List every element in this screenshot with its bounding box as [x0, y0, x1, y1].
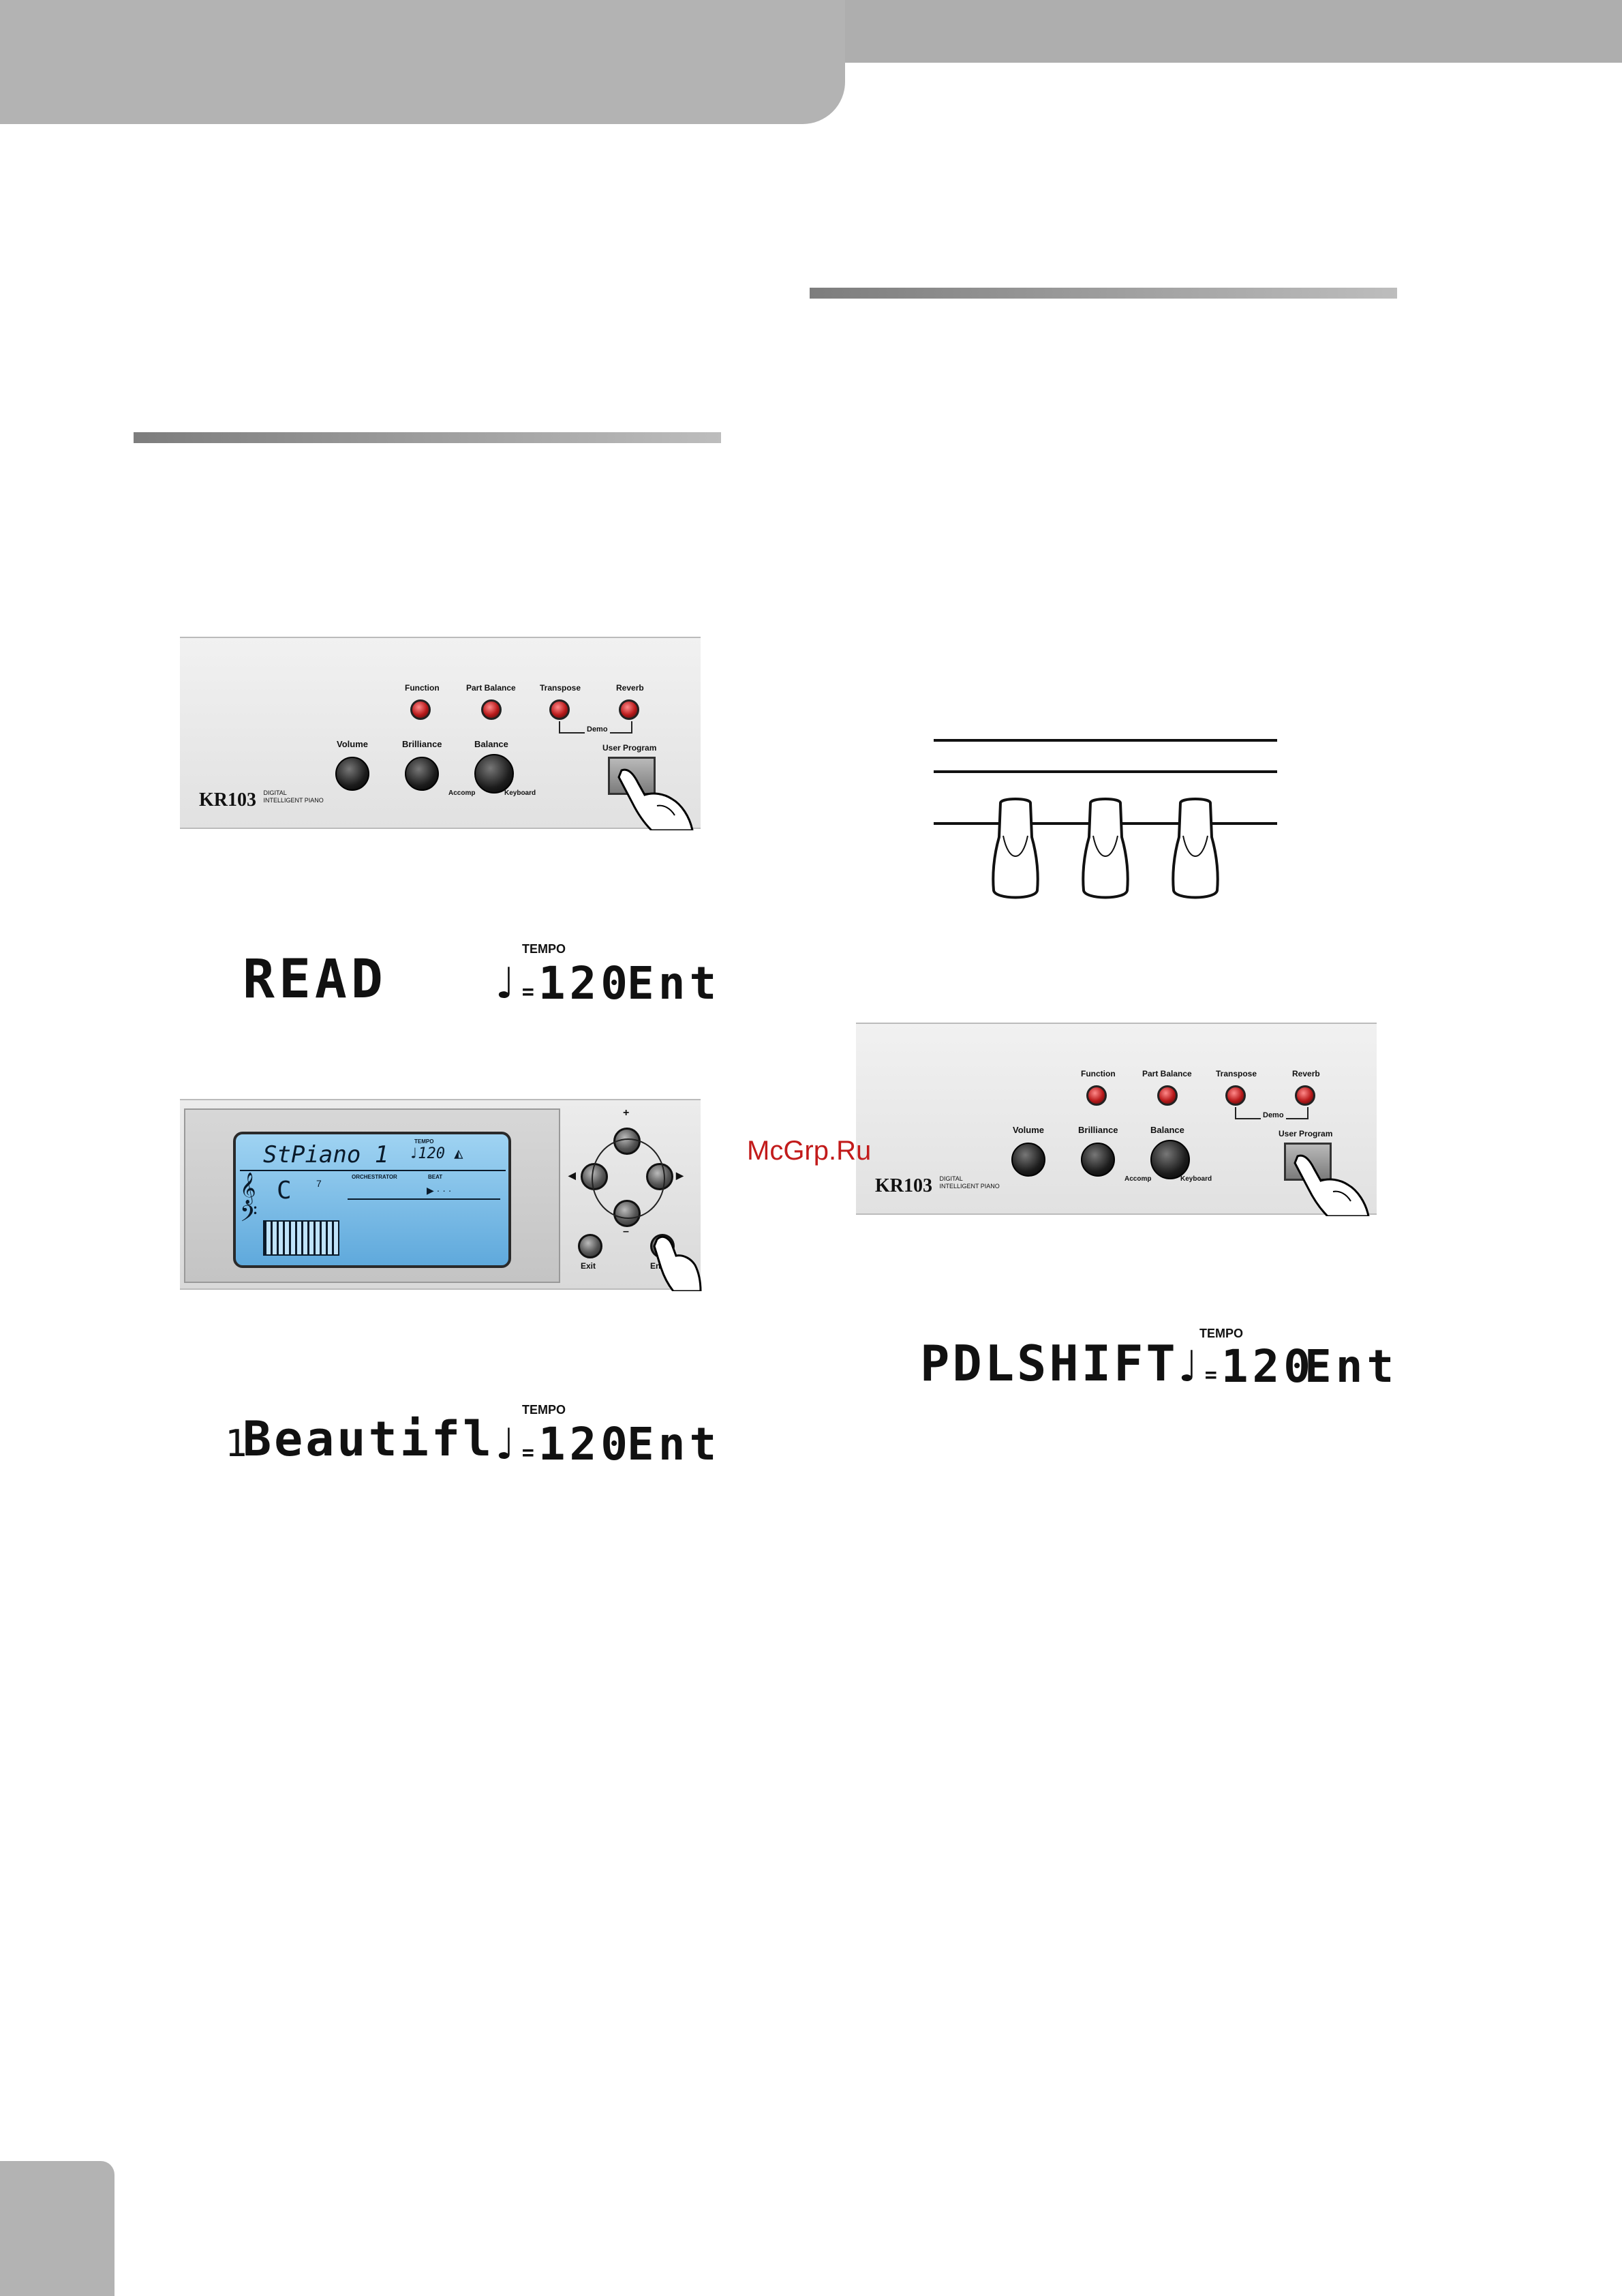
display-pedal-tempo-label: TEMPO — [1199, 1327, 1244, 1340]
kr103-logo-right: KR103 DIGITAL INTELLIGENT PIANO — [875, 1175, 1000, 1197]
function-label: Function — [1081, 1069, 1116, 1078]
kr103-panel-left: Function Part Balance Transpose Reverb D… — [180, 637, 701, 830]
exit-label: Exit — [581, 1261, 596, 1271]
lcd-tempo-label: TEMPO — [414, 1138, 434, 1145]
display-read-text: READ — [243, 949, 387, 1010]
minus-label: – — [623, 1226, 629, 1237]
brilliance-knob[interactable] — [405, 757, 439, 791]
kr103-logo-left: KR103 DIGITAL INTELLIGENT PIANO — [199, 789, 324, 811]
kr103-model-text: KR103 — [199, 789, 256, 811]
right-arrow-label: ▶ — [676, 1170, 684, 1181]
display-song-ent: Ent — [627, 1418, 721, 1470]
reverb-label: Reverb — [616, 683, 644, 693]
pedal-line-1 — [934, 739, 1277, 742]
brilliance-label: Brilliance — [402, 739, 442, 749]
keyboard-label: Keyboard — [504, 789, 536, 797]
sostenuto-pedal-icon — [1082, 798, 1129, 899]
exit-button[interactable] — [578, 1234, 602, 1258]
display-read-tempo-label: TEMPO — [522, 942, 566, 956]
lcd-keyboard — [263, 1220, 339, 1256]
lcd-chord: C — [277, 1177, 292, 1205]
lcd-beat: BEAT — [428, 1174, 443, 1180]
kr103-model-text: KR103 — [875, 1175, 932, 1196]
lcd-screen: StPiano 1 TEMPO ♩120 ◭ 𝄞𝄢 C 7 ORCHESTRAT… — [233, 1132, 511, 1268]
damper-pedal-icon — [1172, 798, 1219, 899]
lcd-divider — [240, 1170, 506, 1171]
lcd-beat-indicator: ▶ · · · — [427, 1185, 452, 1196]
reverb-label: Reverb — [1292, 1069, 1320, 1078]
lcd-tempo: ♩120 ◭ — [409, 1145, 463, 1162]
lcd-title: StPiano 1 — [263, 1141, 389, 1168]
balance-knob[interactable] — [1150, 1140, 1190, 1179]
pressing-finger — [653, 1235, 702, 1291]
display-song-tempo-value: 120 — [538, 1418, 632, 1470]
soft-pedal-icon — [992, 798, 1039, 899]
keyboard-label: Keyboard — [1180, 1175, 1212, 1183]
pressing-finger — [617, 768, 694, 830]
watermark: McGrp.Ru — [747, 1136, 872, 1166]
lcd-staff-icon: 𝄞𝄢 — [240, 1173, 258, 1232]
user-program-label: User Program — [602, 743, 657, 753]
transpose-label: Transpose — [540, 683, 581, 693]
reverb-button[interactable] — [619, 699, 639, 720]
header-tab-edge — [845, 63, 1622, 124]
section-rule-left — [134, 432, 721, 443]
display-pedal-tempo: ♩=120 — [1174, 1340, 1315, 1393]
lcd-chord-ext: 7 — [316, 1178, 322, 1189]
display-pedal-tempo-value: 120 — [1221, 1340, 1315, 1393]
accomp-label: Accomp — [448, 789, 476, 797]
display-song-tempo: ♩=120 — [491, 1418, 632, 1470]
cursor-ring — [592, 1138, 665, 1219]
balance-label: Balance — [1150, 1125, 1184, 1135]
volume-label: Volume — [337, 739, 368, 749]
brilliance-knob[interactable] — [1081, 1143, 1115, 1177]
function-button[interactable] — [410, 699, 431, 720]
volume-knob[interactable] — [1011, 1143, 1045, 1177]
user-program-label: User Program — [1279, 1129, 1333, 1138]
part-balance-label: Part Balance — [466, 683, 516, 693]
section-rule-right — [810, 288, 1397, 299]
kr103-sub1: DIGITAL — [263, 789, 287, 796]
page-number-tab — [0, 2161, 114, 2296]
display-song-tempo-label: TEMPO — [522, 1403, 566, 1417]
lcd-orchestrator: ORCHESTRATOR — [352, 1174, 397, 1180]
display-song-prefix: 1 — [225, 1422, 251, 1465]
volume-label: Volume — [1013, 1125, 1044, 1135]
transpose-button[interactable] — [1225, 1085, 1246, 1106]
pedal-line-2 — [934, 770, 1277, 773]
display-read-ent: Ent — [627, 957, 721, 1010]
header-tab — [0, 0, 845, 124]
demo-label: Demo — [1261, 1111, 1286, 1119]
reverb-button[interactable] — [1295, 1085, 1315, 1106]
display-song-text: Beautifl — [243, 1411, 495, 1467]
display-read-tempo: ♩=120 — [491, 957, 632, 1010]
kr103-sub2: INTELLIGENT PIANO — [263, 797, 324, 804]
display-read-tempo-value: 120 — [538, 957, 632, 1010]
part-balance-label: Part Balance — [1142, 1069, 1192, 1078]
balance-knob[interactable] — [474, 754, 514, 794]
volume-knob[interactable] — [335, 757, 369, 791]
function-button[interactable] — [1086, 1085, 1107, 1106]
kr103-sub2: INTELLIGENT PIANO — [939, 1183, 1000, 1190]
brilliance-label: Brilliance — [1078, 1125, 1118, 1135]
kr103-sub1: DIGITAL — [939, 1175, 963, 1182]
balance-label: Balance — [474, 739, 508, 749]
pedals-illustration — [992, 798, 1219, 899]
lcd-tempo-value: 120 — [418, 1145, 445, 1162]
plus-label: + — [623, 1107, 630, 1119]
transpose-label: Transpose — [1216, 1069, 1257, 1078]
transpose-button[interactable] — [549, 699, 570, 720]
accomp-label: Accomp — [1124, 1175, 1152, 1183]
display-pedal-text: PDLSHIFT — [920, 1335, 1178, 1392]
lcd-orch-box — [348, 1198, 500, 1200]
display-pedal-ent: Ent — [1304, 1340, 1398, 1393]
kr103-panel-right: Function Part Balance Transpose Reverb D… — [856, 1023, 1377, 1216]
lcd-panel: StPiano 1 TEMPO ♩120 ◭ 𝄞𝄢 C 7 ORCHESTRAT… — [180, 1099, 702, 1291]
part-balance-button[interactable] — [1157, 1085, 1178, 1106]
pressing-finger — [1294, 1154, 1370, 1216]
part-balance-button[interactable] — [481, 699, 502, 720]
demo-label: Demo — [585, 725, 610, 734]
function-label: Function — [405, 683, 440, 693]
left-arrow-label: ◀ — [568, 1170, 576, 1181]
